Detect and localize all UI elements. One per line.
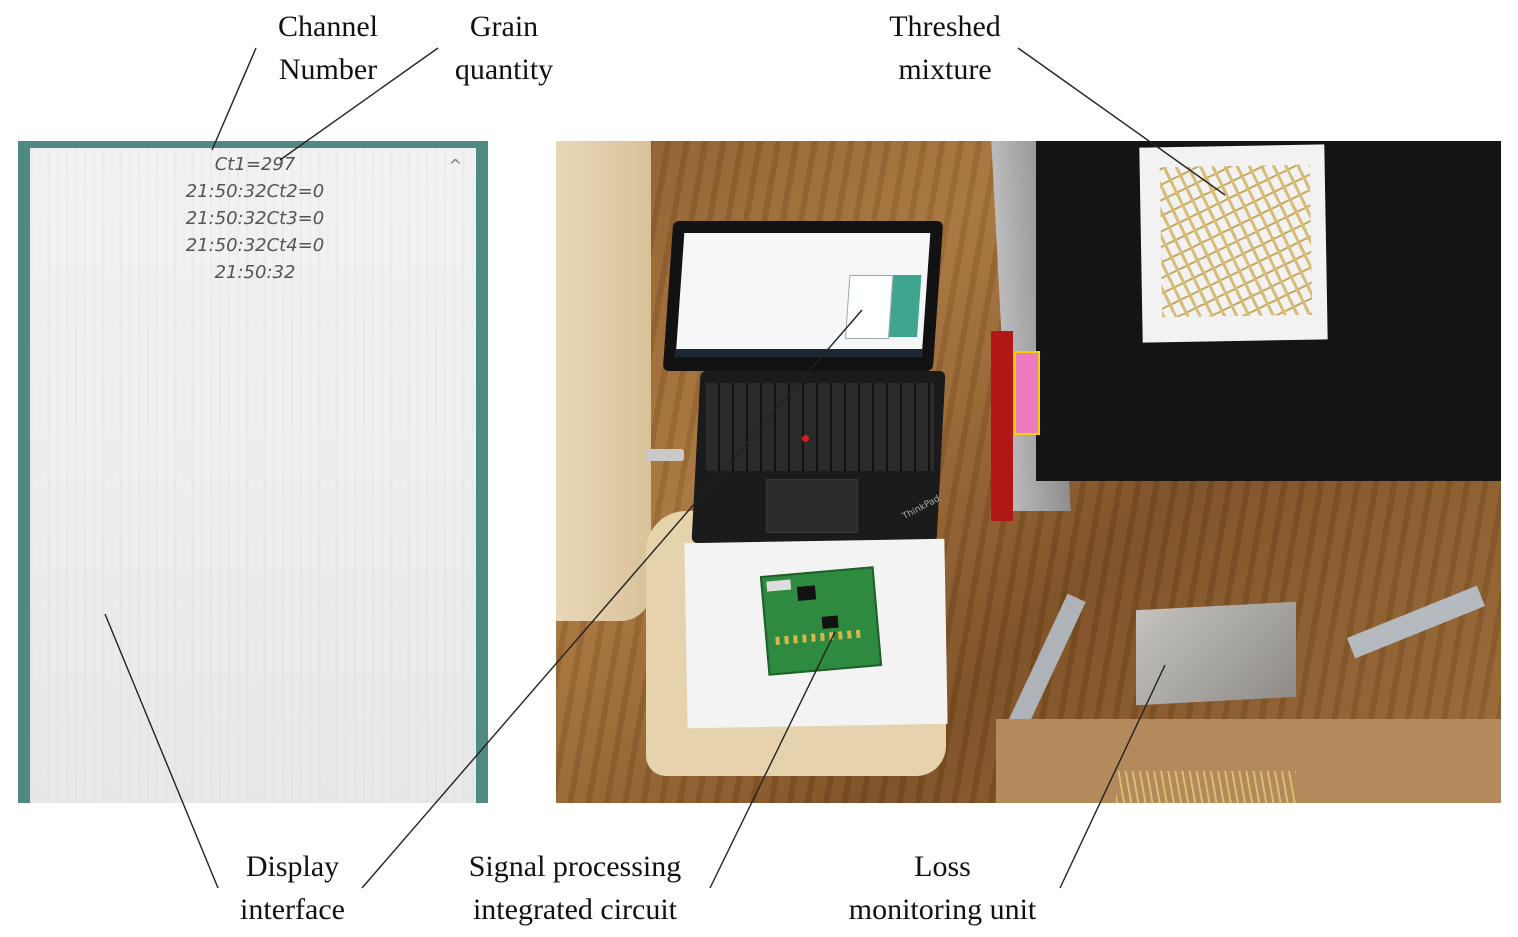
laptop-trackpad: [766, 479, 858, 533]
display-taskbar: [675, 349, 923, 357]
label-channel-number: Channel Number: [278, 10, 378, 86]
straw-pile: [1159, 164, 1313, 318]
pcb-pins: [775, 629, 866, 646]
signal-processing-pcb: [759, 566, 883, 676]
trackpoint-icon: [802, 435, 809, 442]
readout-line-5: 21:50:32: [214, 262, 296, 283]
pcb-chip: [821, 615, 839, 629]
laptop-display: [675, 233, 931, 357]
scroll-up-icon: ^: [448, 156, 462, 175]
label-loss-monitoring: Loss monitoring unit: [848, 850, 1037, 926]
usb-adapter: [646, 449, 684, 461]
experiment-setup-photo: ThinkPad: [556, 141, 1501, 803]
screen-surface: ^ Ct1=297 21:50:32Ct2=0 21:50:32Ct3=0 21…: [30, 148, 476, 803]
label-signal-processing: Signal processing integrated circuit: [468, 850, 682, 926]
readout-line-2: 21:50:32Ct2=0: [185, 181, 325, 202]
aluminum-rail: [1006, 593, 1086, 734]
chair-back: [556, 141, 651, 621]
label-grain-quantity: Grain quantity: [454, 10, 554, 86]
readout-line-4: 21:50:32Ct4=0: [185, 235, 325, 256]
label-threshed-mixture: Threshed mixture: [889, 10, 1001, 86]
leader-channel-number: [211, 47, 257, 151]
threshed-mixture-paper: [1139, 144, 1328, 343]
pcb-chip: [796, 585, 817, 601]
grain-scatter: [1116, 771, 1296, 803]
conveyor-red-plate: [991, 331, 1013, 521]
display-screen-photo: ^ Ct1=297 21:50:32Ct2=0 21:50:32Ct3=0 21…: [18, 141, 488, 803]
display-software-window: [844, 275, 894, 339]
aluminum-rail: [1346, 585, 1486, 659]
readout-line-1: Ct1=297: [214, 154, 296, 175]
pcb-connector: [766, 579, 792, 592]
label-display-interface: Display interface: [240, 850, 345, 926]
display-control-panel: [889, 275, 922, 337]
warning-label: [1014, 351, 1040, 435]
readout-line-3: 21:50:32Ct3=0: [185, 208, 325, 229]
loss-monitoring-box: [1136, 601, 1296, 706]
laptop-keyboard: [706, 383, 934, 471]
